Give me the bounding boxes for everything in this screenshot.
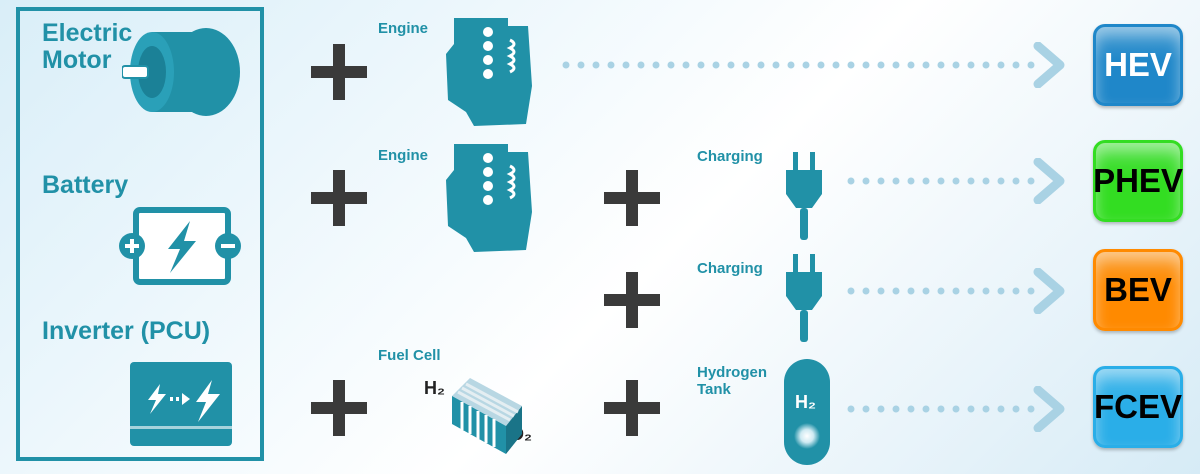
hev-badge-label: HEV [1104, 46, 1172, 83]
fcev-badge-label: FCEV [1094, 388, 1183, 425]
bev-badge: BEV [1093, 249, 1183, 331]
phev-badge-label: PHEV [1093, 162, 1183, 199]
engine-icon [444, 14, 534, 129]
bev-badge-label: BEV [1104, 271, 1172, 308]
charging-label: Charging [697, 148, 763, 165]
arrow-to-fcev [845, 386, 1072, 432]
charging-label: Charging [697, 260, 763, 277]
arrow-to-bev [845, 268, 1072, 314]
electric-motor-label: Electric Motor [42, 19, 133, 74]
battery-label: Battery [42, 171, 129, 199]
plus-sign [311, 44, 367, 100]
plus-sign [604, 380, 660, 436]
tank-h2-label: H₂ [795, 392, 816, 412]
charging-plug-icon [784, 252, 824, 344]
plus-sign [311, 170, 367, 226]
components-panel [16, 7, 264, 461]
battery-icon [118, 205, 243, 287]
hydrogen-tank-label: Hydrogen Tank [697, 364, 768, 398]
arrow-to-phev [845, 158, 1072, 204]
engine-label: Engine [378, 147, 429, 164]
fcev-badge: FCEV [1093, 366, 1183, 448]
inverter-label: Inverter (PCU) [42, 317, 211, 345]
hev-badge: HEV [1093, 24, 1183, 106]
plus-sign [604, 272, 660, 328]
electric-motor-icon [122, 24, 242, 124]
plus-sign [604, 170, 660, 226]
phev-badge: PHEV [1093, 140, 1183, 222]
plus-sign [311, 380, 367, 436]
inverter-icon [130, 362, 232, 446]
hydrogen-tank-icon [783, 358, 831, 466]
fuel-cell-icon [448, 366, 528, 456]
fuel-cell-h2-label: H₂ [424, 378, 445, 398]
arrow-to-hev [560, 42, 1072, 88]
fuel-cell-label: Fuel Cell [378, 347, 441, 364]
engine-icon [444, 140, 534, 255]
charging-plug-icon [784, 150, 824, 242]
engine-label: Engine [378, 20, 429, 37]
